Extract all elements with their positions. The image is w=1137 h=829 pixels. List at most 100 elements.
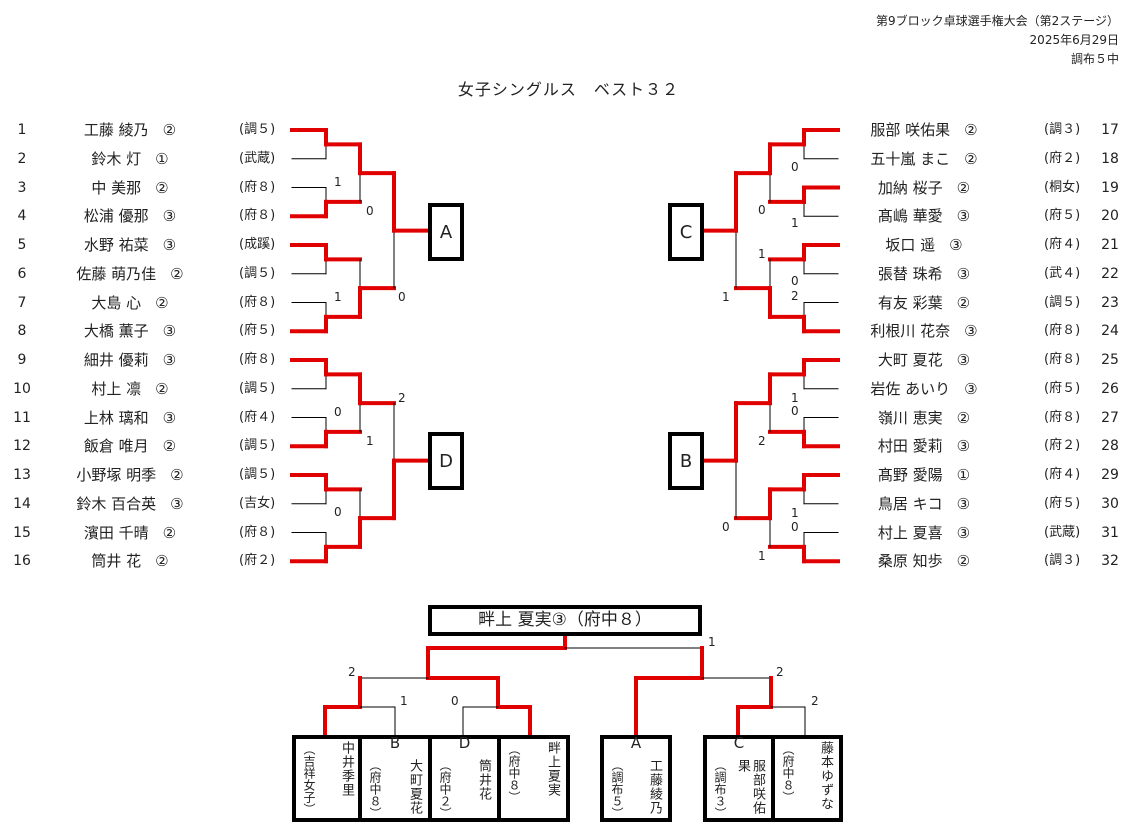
- school-name: (府８): [239, 524, 276, 540]
- match-score: 0: [451, 694, 459, 708]
- player-name: 張替 珠希: [877, 264, 943, 283]
- school-name: (調５): [239, 438, 276, 454]
- finalist-school: （府中２）: [438, 759, 452, 819]
- block-box-b: B: [668, 432, 704, 490]
- grade-mark: ③: [964, 322, 978, 341]
- finalist-school: （調布３）: [713, 759, 727, 819]
- grade-mark: ②: [155, 178, 169, 197]
- seed-number: 16: [13, 553, 31, 570]
- finalist-name: 服部咲佑果: [735, 759, 765, 815]
- finalist-school: （府中８）: [368, 759, 382, 819]
- player-name: 細井 優莉: [83, 351, 149, 369]
- match-score: 0: [398, 290, 406, 304]
- grade-mark: ③: [162, 236, 177, 254]
- seed-number: 21: [1101, 237, 1119, 253]
- match-score: 0: [366, 204, 374, 218]
- champion-box: 畔上 夏実③（府中８）: [428, 605, 702, 636]
- player-name: 松浦 優那: [83, 207, 149, 226]
- grade-mark: ③: [162, 207, 177, 226]
- school-name: (武４): [1044, 265, 1081, 281]
- school-name: (武蔵): [1044, 524, 1081, 540]
- school-name: (府２): [239, 553, 276, 569]
- school-name: (府８): [239, 208, 276, 224]
- player-name: 鈴木 百合英: [76, 494, 157, 513]
- player-name: 村上 凛: [91, 379, 142, 398]
- school-name: (府４): [1044, 467, 1081, 482]
- school-name: (府８): [1044, 409, 1081, 425]
- grade-mark: ③: [956, 523, 971, 542]
- match-score: 0: [791, 274, 799, 288]
- player-name: 村田 愛莉: [877, 437, 943, 456]
- player-name-group: 大町 夏花 ③: [824, 349, 1024, 371]
- grade-mark: ③: [964, 379, 978, 398]
- grade-mark: ③: [956, 351, 971, 369]
- player-name: 濱田 千晴: [83, 523, 149, 542]
- player-name: 大町 夏花: [877, 351, 943, 369]
- grade-mark: ①: [956, 466, 971, 484]
- finalist-name: 筒井花: [476, 759, 491, 801]
- grade-mark: ③: [170, 494, 184, 513]
- seed-number: 23: [1101, 294, 1119, 311]
- final-entry-box: 藤本ゆずな（府中８）: [771, 735, 843, 822]
- seed-number: 6: [17, 265, 27, 282]
- finalist-name: 工藤綾乃: [647, 759, 662, 815]
- page-title: 女子シングルス ベスト３２: [457, 80, 680, 99]
- match-score: 0: [791, 160, 799, 174]
- match-score: 2: [811, 694, 819, 708]
- final-entry-box: 畔上夏実（府中８）: [497, 735, 570, 822]
- player-name: 鳥居 キコ: [877, 494, 943, 513]
- match-score: 1: [400, 694, 408, 708]
- grade-mark: ③: [162, 408, 177, 427]
- grade-mark: ②: [162, 121, 177, 139]
- match-score: 0: [334, 505, 342, 519]
- seed-number: 20: [1101, 208, 1119, 225]
- school-name: (桐女): [1044, 179, 1081, 195]
- school-name: (府５): [1044, 495, 1081, 511]
- block-letter: D: [458, 734, 471, 752]
- player-name: 中 美那: [91, 178, 142, 197]
- seed-number: 12: [13, 438, 31, 455]
- match-score: 1: [791, 391, 799, 405]
- player-name-group: 松浦 優那 ③: [30, 205, 230, 227]
- seed-number: 30: [1101, 495, 1119, 512]
- match-score: 2: [791, 289, 799, 303]
- match-score: 1: [791, 506, 799, 520]
- school-name: (府５): [1044, 208, 1081, 224]
- match-score: 0: [791, 404, 799, 418]
- finalist-name: 藤本ゆずな: [818, 741, 833, 811]
- seed-number: 27: [1101, 409, 1119, 426]
- seed-number: 18: [1101, 150, 1119, 167]
- grade-mark: ③: [949, 236, 963, 254]
- seed-number: 32: [1101, 553, 1119, 570]
- player-name: 桑原 知歩: [877, 552, 943, 571]
